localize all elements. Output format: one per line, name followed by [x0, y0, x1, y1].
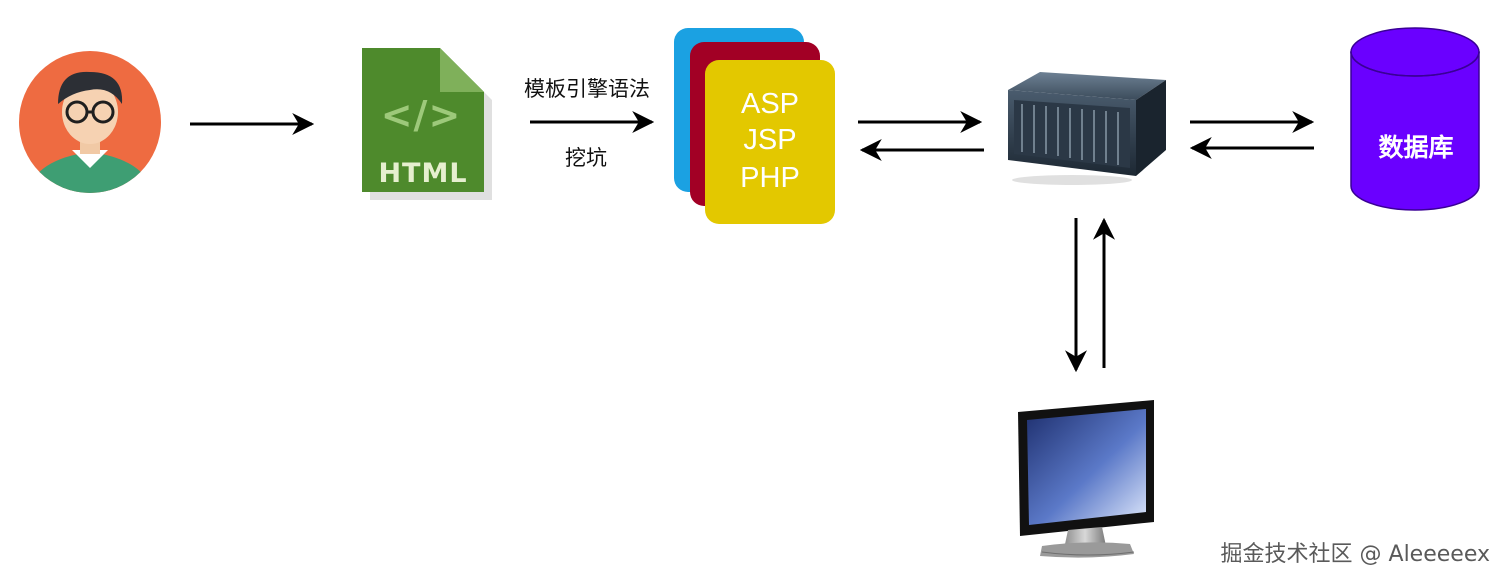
lang-jsp: JSP: [743, 124, 796, 156]
user-avatar-icon: [19, 51, 161, 193]
template-syntax-label: 模板引擎语法: [524, 77, 650, 101]
rack-server-icon: [1008, 72, 1166, 185]
dig-pit-label: 挖坑: [565, 146, 607, 170]
html-label: HTML: [378, 158, 467, 189]
lang-asp: ASP: [741, 88, 799, 120]
card-yellow: [705, 60, 835, 224]
watermark: 掘金技术社区 @ Aleeeeex: [1221, 542, 1490, 567]
html-glyph: </>: [381, 93, 462, 137]
lang-php: PHP: [740, 162, 800, 194]
monitor-icon: [1018, 400, 1154, 558]
database-icon: 数据库: [1350, 27, 1480, 211]
database-label: 数据库: [1378, 133, 1453, 162]
server-language-cards: ASP JSP PHP: [674, 28, 835, 224]
html-file-icon: </> HTML: [362, 48, 492, 200]
